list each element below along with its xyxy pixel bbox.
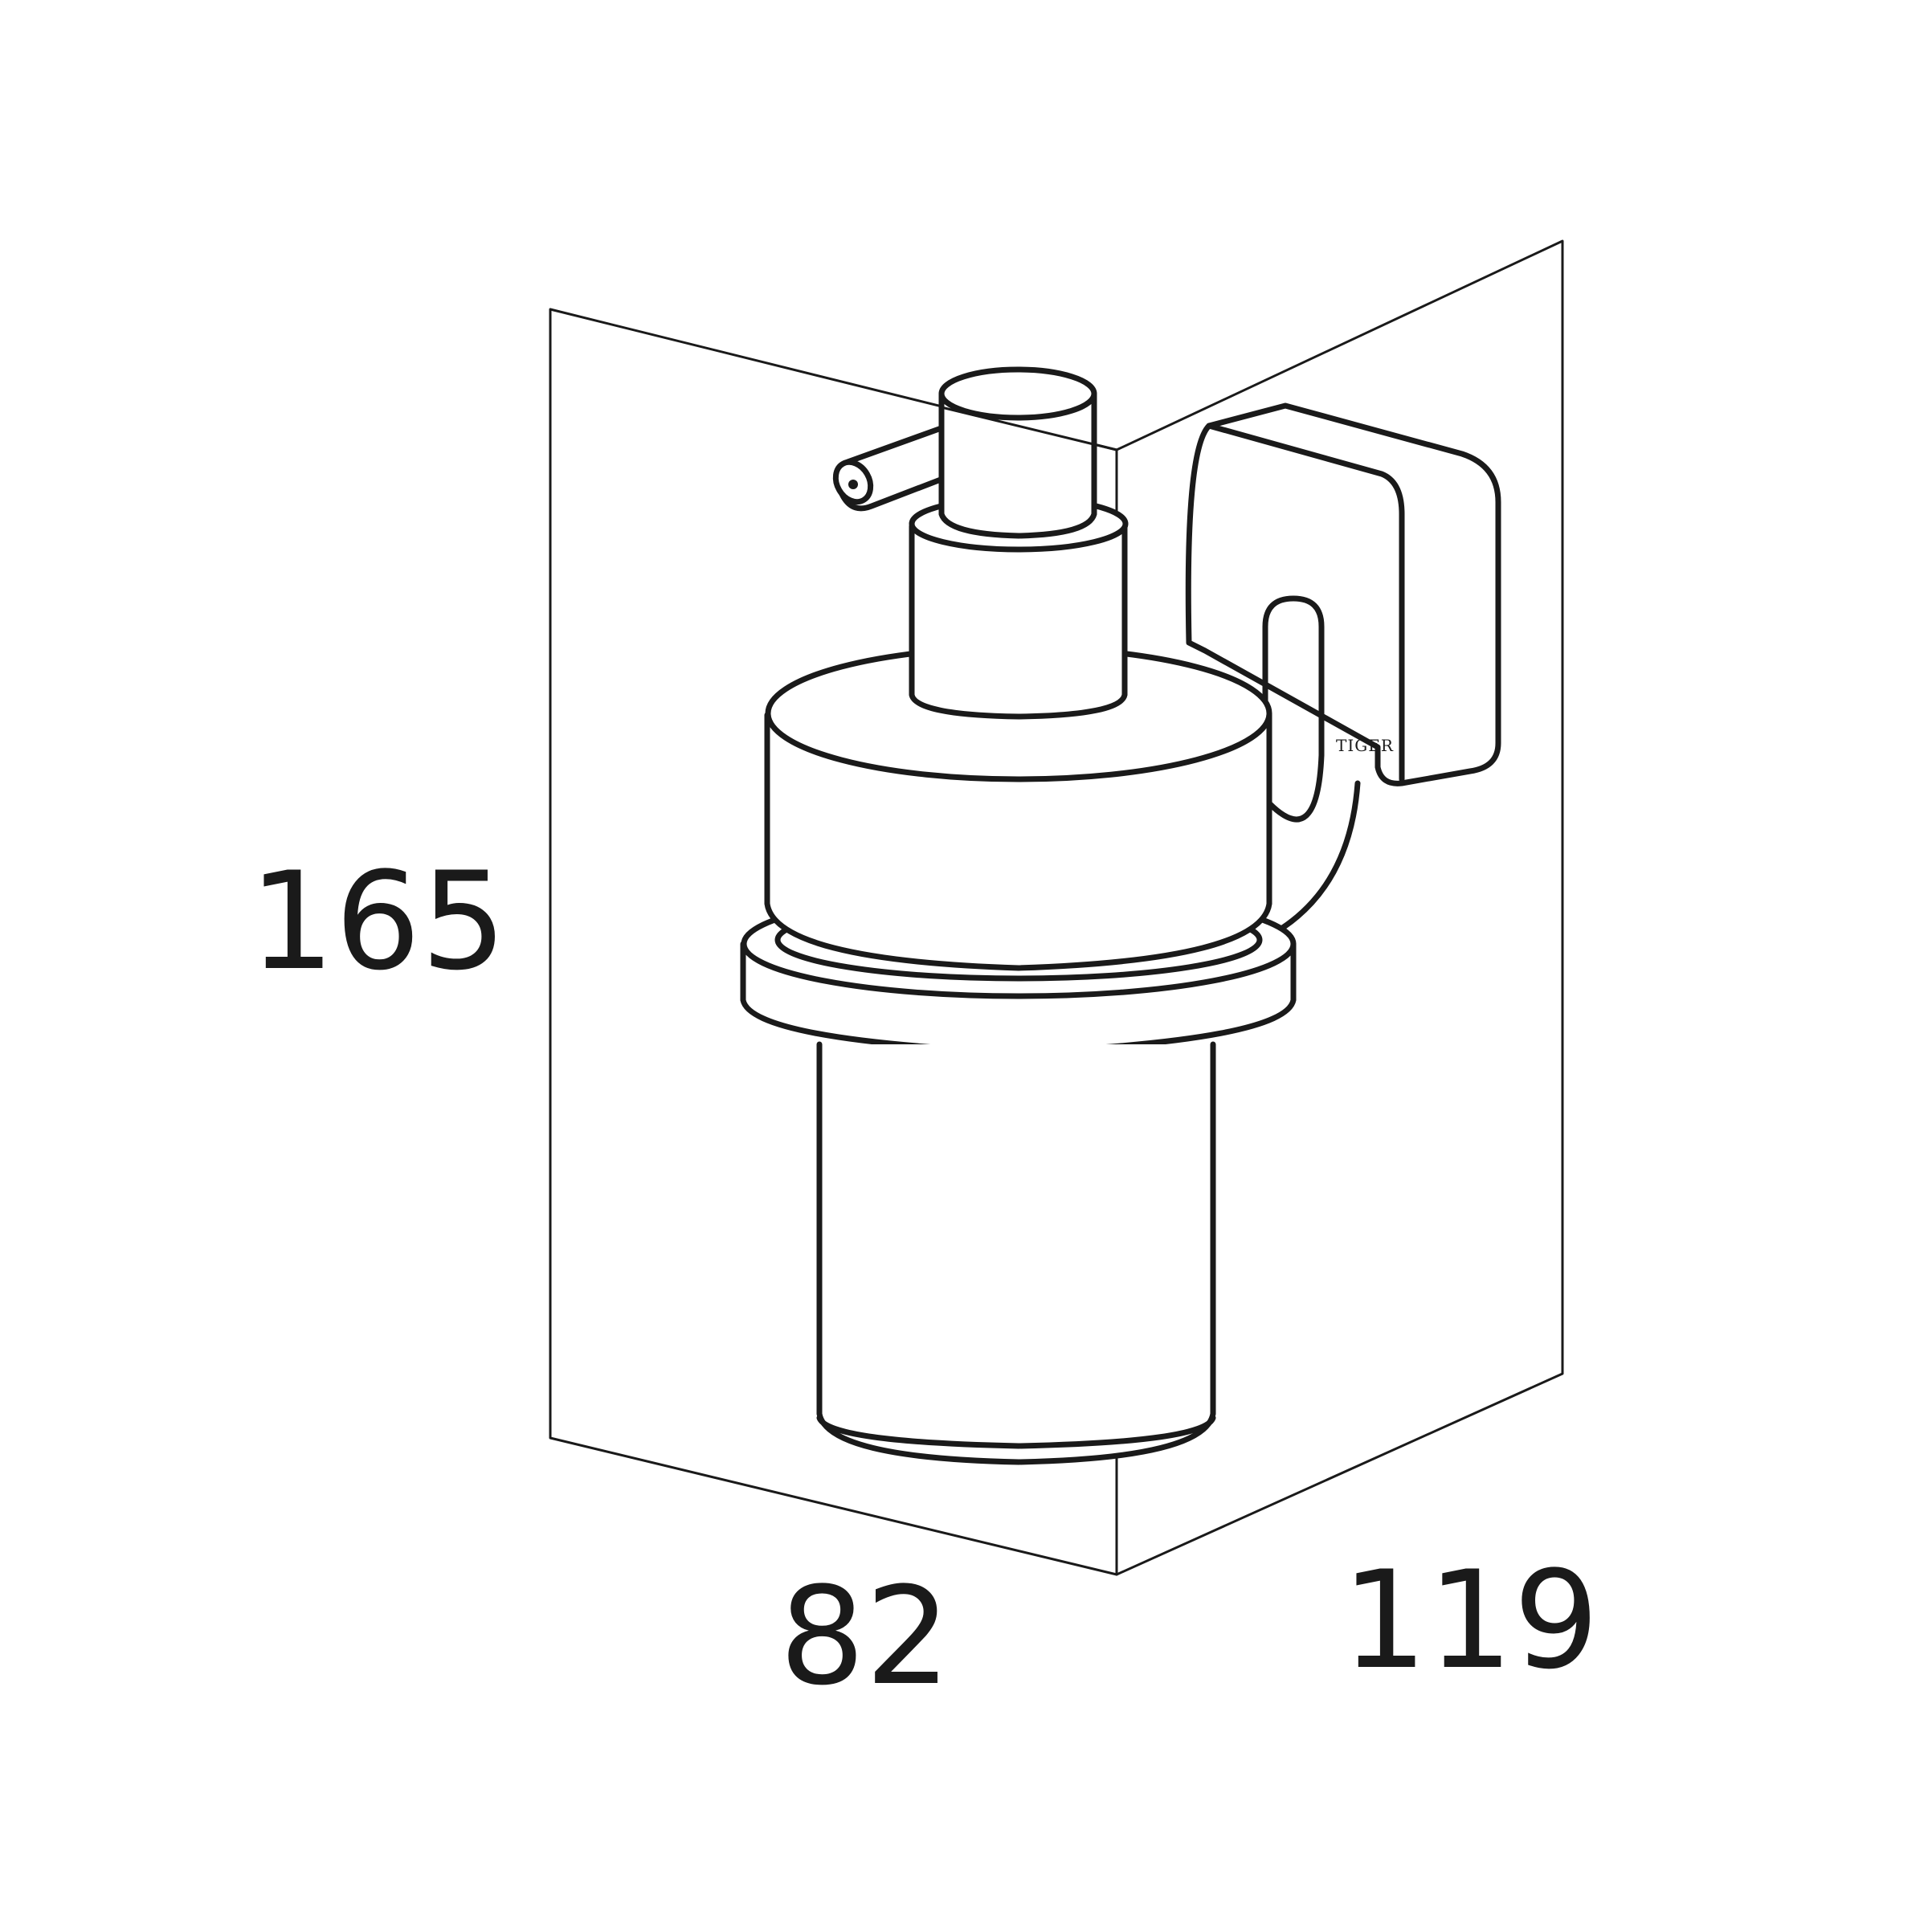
left-wall-outline [549, 308, 1118, 1576]
collar-side [764, 712, 1272, 971]
container-bottom-rim [816, 1415, 1216, 1449]
bracket-arm [1262, 595, 1325, 807]
height-dimension-label: 165 [249, 843, 507, 1000]
width-dimension-label: 82 [779, 1558, 951, 1715]
pump-cap-top [938, 366, 1097, 421]
brand-logo-text: TIGER [1336, 736, 1394, 755]
neck-side [909, 523, 1128, 720]
depth-dimension-label: 119 [1342, 1542, 1599, 1699]
container-cylinder [816, 1041, 1216, 1465]
right-wall-outline [1115, 239, 1564, 1576]
wall-top-edge-overlay [940, 406, 1118, 451]
wall-bracket: TIGER [1185, 402, 1501, 939]
bracket-curve [1266, 752, 1361, 939]
spout-opening [848, 480, 858, 489]
pump-cap-side [938, 390, 1097, 539]
wall-mount-plate [1185, 402, 1501, 786]
pump-head [832, 366, 1097, 539]
wall-mount-plate-face [1206, 423, 1405, 782]
container-body [816, 1041, 1216, 1465]
